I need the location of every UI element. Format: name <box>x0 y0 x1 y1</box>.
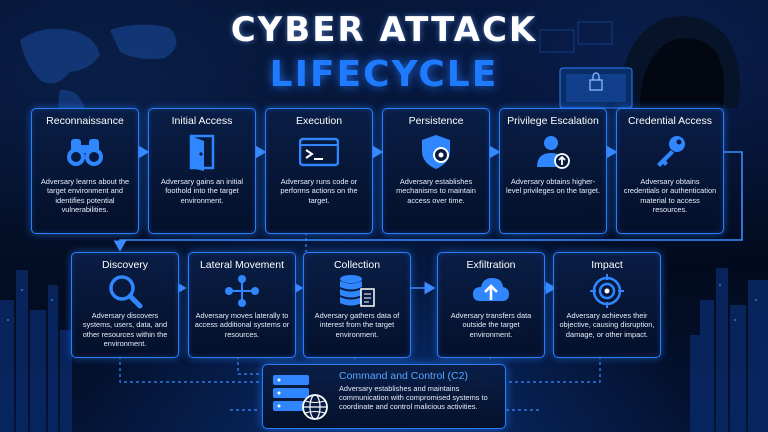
stage-title: Reconnaissance <box>46 115 124 127</box>
world-map-graphic <box>20 24 177 126</box>
user-up-icon <box>537 136 570 169</box>
hacker-figure-graphic <box>539 16 740 109</box>
stage-description: Adversary runs code or performs actions … <box>280 177 358 205</box>
stage-description: Adversary learns about the target enviro… <box>40 177 130 215</box>
server-globe-icon <box>273 375 328 420</box>
stage-description: Adversary moves laterally to access addi… <box>194 311 290 339</box>
stage-title: Exfiltration <box>466 259 516 271</box>
stage-description: Adversary transfers data outside the tar… <box>450 311 532 339</box>
terminal-icon <box>299 137 339 167</box>
stage-description: Adversary achieves their objective, caus… <box>559 311 655 339</box>
network-nodes-icon <box>225 275 259 307</box>
stage-description: Adversary discovers systems, users, data… <box>82 311 168 349</box>
stage-description: Adversary gains an initial foothold into… <box>160 177 244 205</box>
stage-title: Execution <box>295 115 343 127</box>
stage-card-execution: Execution Adversary runs code or perform… <box>265 108 373 234</box>
door-icon <box>189 134 215 171</box>
stage-title: Collection <box>333 259 381 271</box>
stage-title: Discovery <box>101 259 149 271</box>
stage-card-command-and-control: Command and Control (C2) Adversary estab… <box>262 364 506 429</box>
magnifier-icon <box>109 275 143 309</box>
stage-card-persistence: Persistence Adversary establishes mechan… <box>382 108 490 234</box>
stage-card-initial-access: Initial Access Adversary gains an initia… <box>148 108 256 234</box>
title-line-1: CYBER ATTACK <box>230 10 538 50</box>
binoculars-icon <box>67 139 103 166</box>
cloud-upload-icon <box>473 278 509 301</box>
dashed-link-impact-c2 <box>506 356 601 383</box>
stage-title: Lateral Movement <box>199 259 285 271</box>
dashed-link-discovery-c2 <box>119 356 260 383</box>
city-skyline-left <box>0 270 72 432</box>
target-icon <box>590 274 624 308</box>
stage-title: Persistence <box>408 115 464 127</box>
database-icon <box>340 275 375 307</box>
stage-card-lateral-movement: Lateral Movement Adversary moves lateral… <box>188 252 296 358</box>
dashed-link-lateral-c2 <box>237 356 260 375</box>
stage-card-collection: Collection Adversary gathers data of int… <box>303 252 411 358</box>
stage-description: Adversary obtains higher-level privilege… <box>505 177 601 196</box>
c2-title: Command and Control (C2) <box>339 370 468 382</box>
stage-card-privilege-escalation: Privilege Escalation Adversary obtains h… <box>499 108 607 234</box>
key-icon <box>657 136 685 167</box>
shield-gear-icon <box>422 135 450 169</box>
stage-card-impact: Impact Adversary achieves their objectiv… <box>553 252 661 358</box>
c2-description: Adversary establishes and maintains comm… <box>339 384 488 412</box>
arrow-6-7 <box>113 151 743 252</box>
city-skyline-right <box>690 268 768 432</box>
title-line-2: LIFECYCLE <box>269 54 499 95</box>
stage-card-discovery: Discovery Adversary discovers systems, u… <box>71 252 179 358</box>
stage-description: Adversary obtains credentials or authent… <box>623 177 717 215</box>
stage-card-reconnaissance: Reconnaissance Adversary learns about th… <box>31 108 139 234</box>
stage-title: Credential Access <box>627 115 713 127</box>
stage-title: Initial Access <box>171 115 233 127</box>
stage-description: Adversary establishes mechanisms to main… <box>396 177 476 205</box>
stage-card-credential-access: Credential Access Adversary obtains cred… <box>616 108 724 234</box>
stage-description: Adversary gathers data of interest from … <box>314 311 400 339</box>
stage-card-exfiltration: Exfiltration Adversary transfers data ou… <box>437 252 545 358</box>
stage-title: Privilege Escalation <box>507 115 599 127</box>
stage-title: Impact <box>591 259 623 271</box>
